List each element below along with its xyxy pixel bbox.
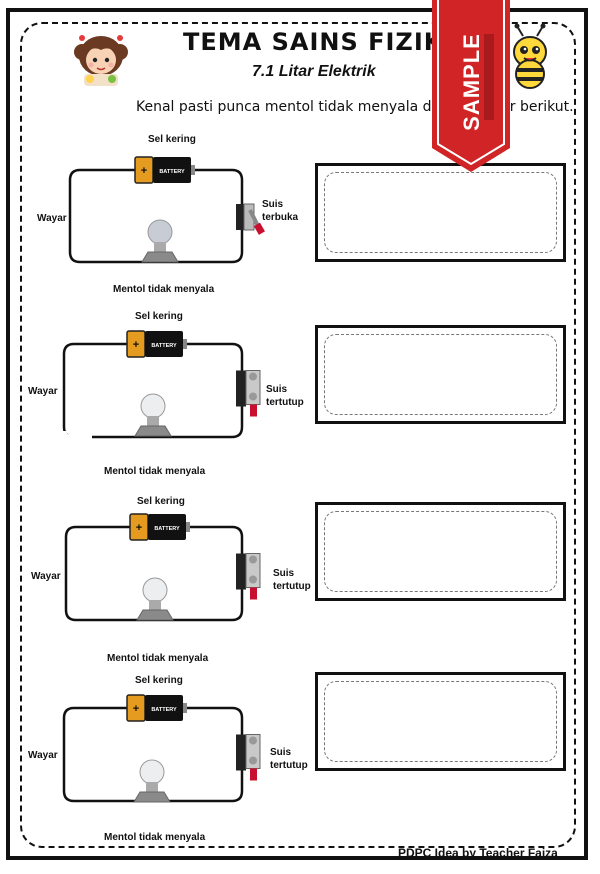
bulb-label: Mentol tidak menyala — [104, 832, 206, 843]
switch-label: Suis terbuka — [262, 198, 312, 224]
answer-box-4[interactable] — [315, 672, 566, 771]
battery-label: Sel kering — [135, 675, 183, 686]
answer-box-1[interactable] — [315, 163, 566, 262]
switch-label-line-2: tertutup — [270, 760, 308, 771]
sample-ribbon — [432, 0, 510, 172]
bulb-label: Mentol tidak menyala — [104, 466, 206, 477]
battery-label: Sel kering — [137, 496, 185, 507]
answer-area — [324, 511, 557, 592]
page-subtitle: 7.1 Litar Elektrik — [252, 63, 376, 80]
switch-label-line-1: Suis — [262, 199, 284, 210]
battery-label: Sel kering — [148, 134, 196, 145]
worksheet-border — [6, 8, 588, 860]
switch-label-line-2: tertutup — [273, 581, 311, 592]
girl-illustration-icon — [74, 35, 128, 86]
answer-area — [324, 681, 557, 762]
bulb-label: Mentol tidak menyala — [107, 653, 209, 664]
switch-label-line-1: Suis — [266, 384, 288, 395]
switch-label-line-2: tertutup — [266, 397, 304, 408]
wire-label: Wayar — [37, 213, 67, 224]
switch-label-line-2: terbuka — [262, 212, 299, 223]
switch-label-line-1: Suis — [270, 747, 292, 758]
wire-label: Wayar — [28, 386, 58, 397]
worksheet-dashed-frame — [20, 22, 576, 848]
sample-watermark: SAMPLE — [459, 33, 484, 131]
answer-box-3[interactable] — [315, 502, 566, 601]
bulb-label: Mentol tidak menyala — [113, 284, 215, 295]
bee-illustration-icon — [513, 24, 547, 89]
switch-label: Suis tertutup — [273, 567, 323, 593]
switch-label: Suis tertutup — [266, 383, 316, 409]
answer-area — [324, 334, 557, 415]
switch-label-line-1: Suis — [273, 568, 295, 579]
footer-credit: PDPC Idea by Teacher Faiza — [398, 846, 558, 860]
wire-label: Wayar — [28, 750, 58, 761]
page-title: TEMA SAINS FIZIKAL — [183, 28, 480, 56]
switch-label: Suis tertutup — [270, 746, 320, 772]
answer-area — [324, 172, 557, 253]
battery-label: Sel kering — [135, 311, 183, 322]
answer-box-2[interactable] — [315, 325, 566, 424]
wire-label: Wayar — [31, 571, 61, 582]
